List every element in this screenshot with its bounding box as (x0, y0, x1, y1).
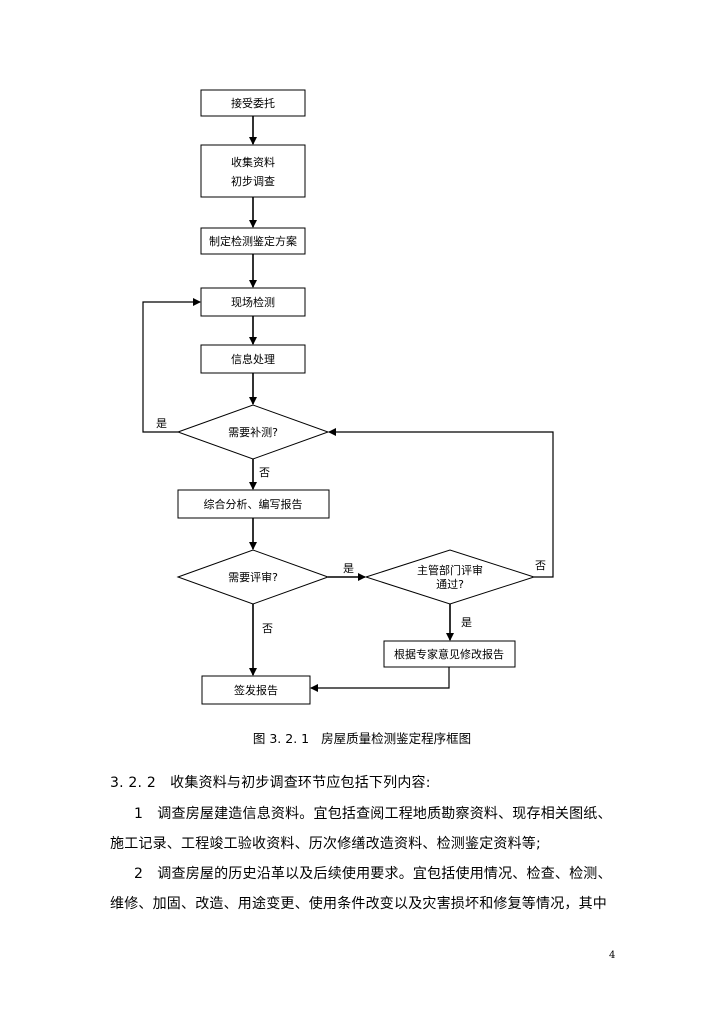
item1-line2: 施工记录、工程竣工验收资料、历次修缮改造资料、检测鉴定资料等; (110, 836, 541, 852)
text-accept: 接受委托 (231, 96, 275, 110)
text-report: 综合分析、编写报告 (204, 497, 303, 511)
label-no-review-back: 否 (535, 559, 546, 572)
box-accept (200, 89, 306, 117)
arrow-revise-issue (310, 667, 450, 692)
text-plan: 制定检测鉴定方案 (209, 234, 297, 248)
item2-line1: 2 调查房屋的历史沿革以及后续使用要求。宜包括使用情况、检查、检测、 (134, 866, 612, 882)
text-process: 信息处理 (231, 352, 275, 366)
flowchart: 接受委托 收集资料 初步调查 制定检测鉴定方案 现场检测 信息处理 需要补测? … (142, 89, 554, 705)
box-process (200, 344, 306, 374)
box-revise (383, 640, 516, 668)
label-yes-to-review: 是 (343, 562, 354, 575)
box-report (177, 489, 330, 519)
text-onsite: 现场检测 (231, 295, 275, 309)
figure-caption: 图 3. 2. 1 房屋质量检测鉴定程序框图 (0, 728, 724, 747)
arrow-dept-no-back (328, 428, 554, 578)
text-revise: 根据专家意见修改报告 (394, 647, 504, 661)
text-issue: 签发报告 (234, 683, 278, 697)
item1-line1: 1 调查房屋建造信息资料。宜包括查阅工程地质勘察资料、现存相关图纸、 (134, 806, 612, 822)
page-number: 4 (609, 950, 616, 961)
label-no-to-issue: 否 (262, 622, 273, 635)
text-collect-2: 初步调查 (231, 174, 275, 188)
section-heading: 3. 2. 2 收集资料与初步调查环节应包括下列内容: (110, 775, 431, 791)
text-need-review: 需要评审? (228, 570, 278, 584)
caption-title: 房屋质量检测鉴定程序框图 (321, 731, 472, 746)
label-no-after-needmore: 否 (259, 466, 270, 479)
box-collect (200, 144, 306, 198)
label-yes-loop: 是 (156, 417, 167, 430)
text-dept-review-2: 通过? (436, 578, 464, 591)
text-need-more: 需要补测? (228, 426, 278, 439)
diamond-dept-review (364, 549, 536, 605)
text-collect-1: 收集资料 (231, 155, 275, 169)
item2-line2: 维修、加固、改造、用途变更、使用条件改变以及灾害损坏和修复等情况，其中 (110, 896, 607, 912)
text-dept-review-1: 主管部门评审 (417, 563, 483, 577)
label-yes-to-revise: 是 (461, 616, 472, 629)
box-plan (200, 227, 306, 255)
caption-number: 图 3. 2. 1 (252, 731, 310, 746)
arrow-loop-yes (142, 298, 201, 433)
